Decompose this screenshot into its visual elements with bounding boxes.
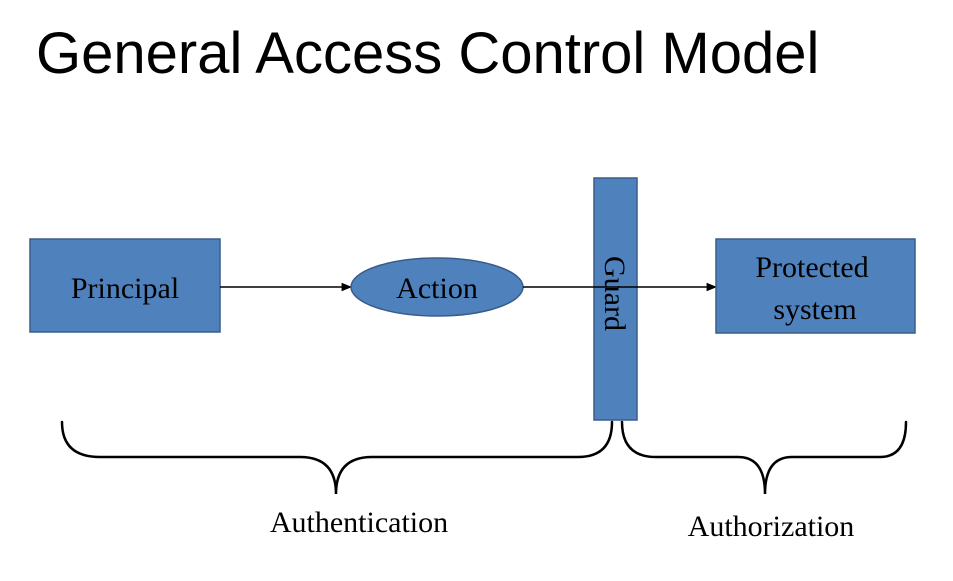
authorization-brace [620,420,908,495]
principal-node: Principal [29,238,221,333]
guard-label: Guard [598,256,631,331]
principal-box [29,238,221,333]
action-node: Action [350,257,524,317]
protected-system-label-line2: system [773,293,856,326]
authentication-label: Authentication [270,506,448,539]
principal-label: Principal [71,272,179,305]
protected-system-label-line1: Protected [755,251,868,284]
authorization-label: Authorization [688,510,855,543]
protected-system-node: Protected system [715,238,916,334]
protected-system-box [715,238,916,334]
authentication-brace [60,420,614,495]
guard-node: Guard [593,177,638,421]
action-label: Action [396,272,478,305]
guard-bar [593,177,638,421]
slide-title: General Access Control Model [36,21,820,86]
